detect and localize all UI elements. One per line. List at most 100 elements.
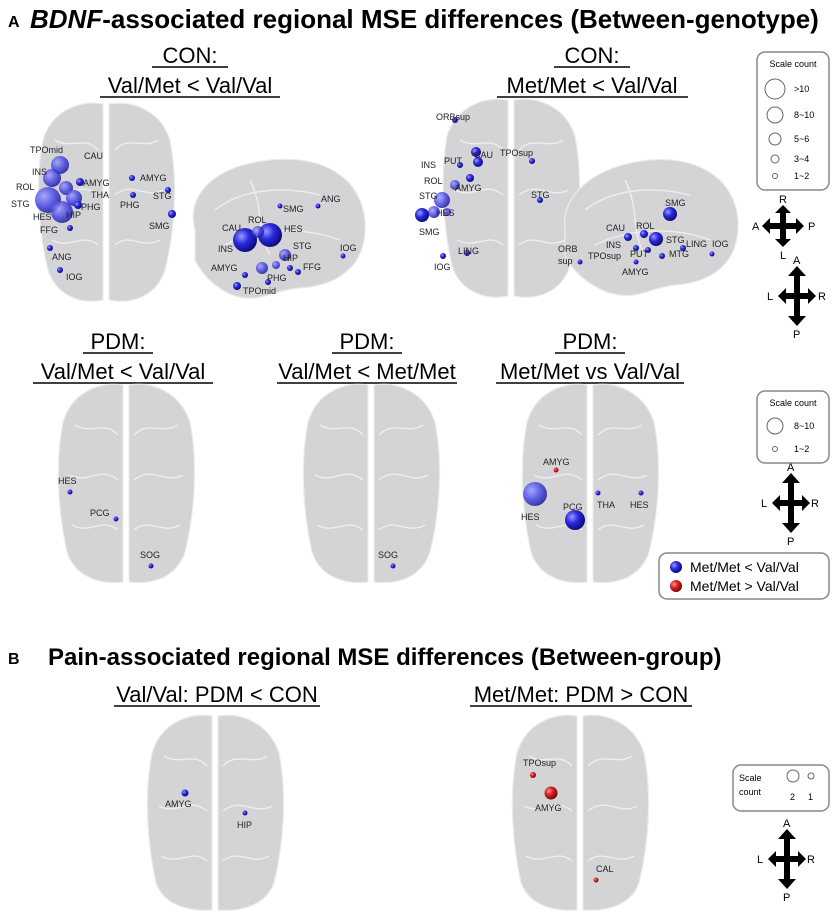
region-label: PUT [444, 156, 463, 166]
scale-legend-2: Scale count 8~10 1~2 [756, 390, 830, 464]
node [258, 223, 282, 247]
region-label: AMYG [455, 183, 482, 193]
section-a-title-italic: BDNF [30, 4, 103, 34]
node [340, 253, 346, 259]
legend-item: 3~4 [794, 154, 809, 164]
panel-title-b1: Val/Val: PDM < CON [114, 682, 320, 707]
legend-item: 1 [808, 792, 813, 802]
region-label: STG [153, 191, 172, 201]
legend-circle [786, 769, 800, 783]
node [287, 265, 293, 271]
region-label: INS [606, 240, 621, 250]
orientation-label: L [757, 854, 763, 866]
region-label: IOG [712, 239, 729, 249]
region-label: HES [630, 500, 649, 510]
region-label: TPOmid [30, 145, 63, 155]
panel-title-pdm1: PDM: Val/Met < Val/Val [33, 329, 213, 384]
region-label: CAU [84, 151, 103, 161]
nodes-con2-sagittal: SMG CAU ROL INS STG ORB sup TPOsup PUT M… [558, 198, 729, 277]
orientation-label: P [783, 892, 790, 904]
orientation-compass-axial-2: A P L R [761, 462, 819, 548]
region-label: STG [419, 191, 438, 201]
node [279, 249, 291, 261]
scale-legend-3: Scale count 2 1 [732, 764, 830, 812]
region-label: STG [293, 241, 312, 251]
node [537, 197, 543, 203]
orientation-label: R [811, 498, 819, 510]
orientation-label: L [761, 498, 767, 510]
region-label: STG [531, 190, 550, 200]
node [51, 156, 69, 174]
orientation-label: P [787, 536, 794, 548]
region-label: AMYG [140, 173, 167, 183]
node [544, 786, 558, 800]
region-label: HES [521, 512, 540, 522]
node [67, 489, 73, 495]
legend-circle [772, 446, 778, 452]
brain-con2-axial [442, 98, 581, 298]
node [709, 251, 715, 257]
node [473, 157, 483, 167]
region-label: THA [91, 190, 109, 200]
panel-title-line2: Met/Met vs Val/Val [500, 359, 680, 384]
node [57, 267, 63, 273]
region-label: IOG [434, 262, 451, 272]
node [457, 162, 463, 168]
legend-circle [772, 173, 778, 179]
legend-item: 5~6 [794, 134, 809, 144]
node [443, 208, 451, 216]
region-label: IOG [66, 272, 83, 282]
node [428, 206, 440, 218]
section-a-title: BDNF-associated regional MSE differences… [30, 4, 819, 34]
node [595, 490, 601, 496]
node [553, 467, 559, 473]
panel-title-line1: Met/Met: PDM > CON [474, 682, 689, 707]
panel-title-line2: Val/Met < Met/Met [278, 359, 455, 384]
legend-item: Met/Met < Val/Val [690, 559, 799, 575]
legend-item: 2 [790, 792, 795, 802]
arrow-cross-icon [772, 473, 810, 533]
region-label: CAU [222, 223, 241, 233]
node [242, 272, 248, 278]
node [464, 250, 470, 256]
node [277, 203, 283, 209]
node [663, 207, 677, 221]
node [593, 877, 599, 883]
region-label: ROL [636, 221, 655, 231]
region-label: SMG [665, 198, 686, 208]
region-label: HIP [237, 820, 252, 830]
region-label: TPOsup [523, 758, 556, 768]
node [113, 516, 119, 522]
node [233, 282, 241, 290]
panel-title-b2: Met/Met: PDM > CON [470, 682, 692, 707]
node [168, 210, 176, 218]
node [265, 279, 271, 285]
panel-title-line1: CON: [565, 43, 620, 68]
panel-title-pdm2: PDM: Val/Met < Met/Met [277, 329, 457, 384]
node [659, 253, 665, 259]
orientation-label: L [780, 250, 786, 262]
node [633, 245, 639, 251]
orientation-label: R [807, 854, 815, 866]
node [680, 245, 686, 251]
region-label: HES [58, 476, 77, 486]
nodes-pdm1: HES PCG SOG [58, 476, 160, 569]
panel-title-line1: CON: [163, 43, 218, 68]
node [272, 261, 280, 269]
legend-circle [766, 106, 784, 124]
node [130, 192, 136, 198]
node [181, 789, 189, 797]
legend-item: 8~10 [794, 421, 814, 431]
region-label: PUT [630, 249, 649, 259]
orientation-label: R [818, 291, 826, 303]
color-legend: Met/Met < Val/Val Met/Met > Val/Val [658, 552, 830, 600]
orientation-label: L [767, 291, 773, 303]
panel-title-line2: Met/Met < Val/Val [507, 73, 678, 98]
region-label: AMYG [535, 803, 562, 813]
region-label: SMG [419, 227, 440, 237]
brain-b2-axial [511, 714, 650, 911]
node [67, 225, 73, 231]
node [529, 158, 535, 164]
legend-title: Scale [739, 773, 762, 783]
region-label: INS [218, 244, 233, 254]
